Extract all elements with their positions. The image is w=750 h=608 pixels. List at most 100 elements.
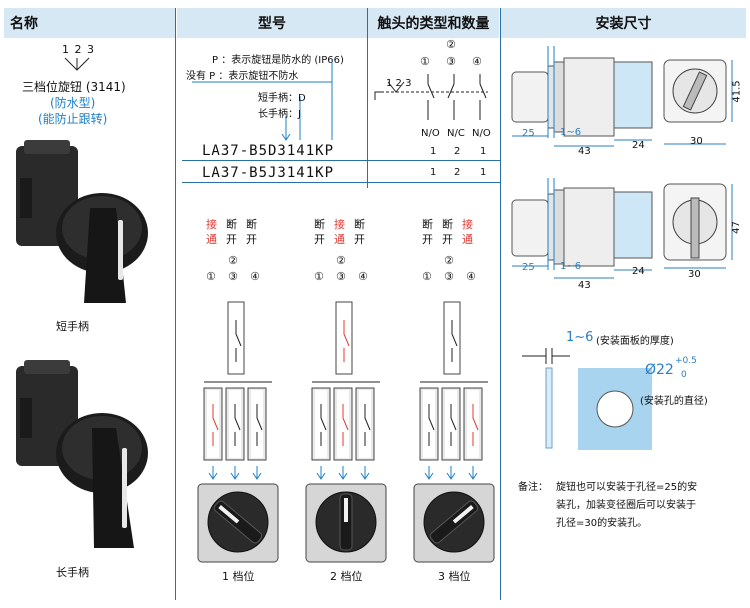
- dim-41-5: 41.5: [731, 80, 743, 103]
- contact-count: 1: [430, 146, 437, 157]
- arrow-icon: [424, 466, 434, 480]
- dim-25: 25: [522, 262, 535, 273]
- contact-circle-1: ①: [420, 55, 430, 68]
- arrow-icon: [252, 466, 262, 480]
- knob-indicator: [452, 505, 474, 524]
- contact-schematic: [374, 74, 488, 120]
- contact-type-2: N/C: [447, 128, 465, 139]
- state-label: 开: [442, 233, 453, 246]
- state-label: 开: [354, 233, 365, 246]
- contact-count: 2: [454, 146, 461, 157]
- switch-position-symbol: [64, 57, 90, 71]
- position-caption: 1 档位: [222, 570, 255, 583]
- hole-tolerance-plus: +0.5: [675, 356, 697, 366]
- state-label: 接: [206, 218, 217, 231]
- dim-47: 47: [730, 221, 742, 234]
- state-label: 通: [334, 233, 345, 246]
- model-guide-lines: [192, 60, 333, 141]
- hole-diameter: Ø22: [645, 362, 674, 378]
- no-p-note: 没有 P ：表示旋钮不防水: [186, 71, 299, 82]
- terminal-circle: ①: [314, 270, 324, 283]
- long-code: 长手柄：J: [258, 109, 301, 120]
- contact-count: 2: [454, 167, 461, 178]
- contact-circle-2: ②: [446, 38, 456, 51]
- state-label: 接: [462, 218, 473, 231]
- position-numbers: 1 2 3: [62, 43, 95, 56]
- hole-tolerance-zero: 0: [681, 370, 687, 380]
- state-label: 开: [226, 233, 237, 246]
- arrow-icon: [316, 466, 326, 480]
- contact-type-1: N/O: [421, 128, 440, 139]
- panel-hole-drawing: [522, 348, 652, 450]
- nc-contact-symbol: [343, 320, 350, 362]
- terminal-circle: ④: [358, 270, 368, 283]
- contact-type-3: N/O: [472, 128, 491, 139]
- contact-symbol: [472, 404, 479, 446]
- state-label: 断: [422, 218, 433, 231]
- waterproof-note: (防水型): [50, 96, 96, 110]
- contact-count: 1: [480, 146, 487, 157]
- nc-contact-symbol: [451, 320, 458, 362]
- arrow-icon: [230, 466, 240, 480]
- arrow-icon: [338, 466, 348, 480]
- short-handle-photo: [16, 140, 148, 303]
- model-row-divider: [182, 160, 500, 161]
- nc-contact-element: [443, 301, 461, 375]
- dim-43: 43: [578, 146, 591, 157]
- contact-symbol: [428, 404, 435, 446]
- header-mount: 安装尺寸: [501, 8, 746, 38]
- nc-contact-element: [227, 301, 245, 375]
- contact-symbol: [256, 404, 263, 446]
- contact-symbol: [320, 404, 327, 446]
- contact-block-drawing: [197, 301, 279, 563]
- state-label: 断: [442, 218, 453, 231]
- arrow-icon: [360, 466, 370, 480]
- header-model: 型号: [177, 8, 367, 38]
- position-caption: 3 档位: [438, 570, 471, 583]
- nc-contact-element: [335, 301, 353, 375]
- short-code: 短手柄：D: [258, 93, 306, 104]
- dim-24: 24: [632, 140, 645, 151]
- dim-43: 43: [578, 280, 591, 291]
- model-row-divider: [182, 182, 500, 183]
- state-label: 接: [334, 218, 345, 231]
- dim-1-6: 1~6: [560, 127, 582, 138]
- contact-pos-digits: 1 2 3: [386, 78, 412, 89]
- hole-diameter-note: (安装孔的直径): [640, 396, 708, 407]
- nc-contact-symbol: [235, 320, 242, 362]
- long-handle-photo: [16, 360, 148, 548]
- terminal-circle-2: ②: [444, 254, 454, 267]
- terminal-circle: ①: [422, 270, 432, 283]
- antirotation-note: (能防止跟转): [38, 112, 108, 126]
- contact-count: 1: [480, 167, 487, 178]
- arrow-icon: [208, 466, 218, 480]
- p-note: P ：表示旋钮是防水的 (IP66): [212, 55, 344, 66]
- contact-symbol: [212, 404, 219, 446]
- contact-symbol: [234, 404, 241, 446]
- terminal-circle: ③: [444, 270, 454, 283]
- panel-thickness-dim: 1~6: [566, 330, 594, 345]
- column-divider: [175, 8, 176, 600]
- state-label: 开: [422, 233, 433, 246]
- state-label: 断: [226, 218, 237, 231]
- state-label: 断: [246, 218, 257, 231]
- remark-line: 旋钮也可以安装于孔径=25的安: [556, 482, 698, 493]
- contact-block-drawing: [305, 301, 387, 563]
- dim-24: 24: [632, 266, 645, 277]
- short-handle-label: 短手柄: [56, 320, 89, 333]
- state-label: 开: [246, 233, 257, 246]
- terminal-circle: ④: [250, 270, 260, 283]
- state-label: 断: [314, 218, 325, 231]
- mount-drawing-short: [511, 46, 733, 147]
- panel-thickness-note: (安装面板的厚度): [596, 336, 674, 347]
- dim-30: 30: [688, 269, 701, 280]
- model-number-1: LA37-B5D3141KP: [202, 143, 335, 159]
- header-contacts: 触头的类型和数量: [368, 8, 499, 38]
- contact-count: 1: [430, 167, 437, 178]
- contact-circle-4: ④: [472, 55, 482, 68]
- product-title: 三档位旋钮 (3141): [22, 80, 126, 94]
- contact-symbol: [364, 404, 371, 446]
- state-label: 断: [354, 218, 365, 231]
